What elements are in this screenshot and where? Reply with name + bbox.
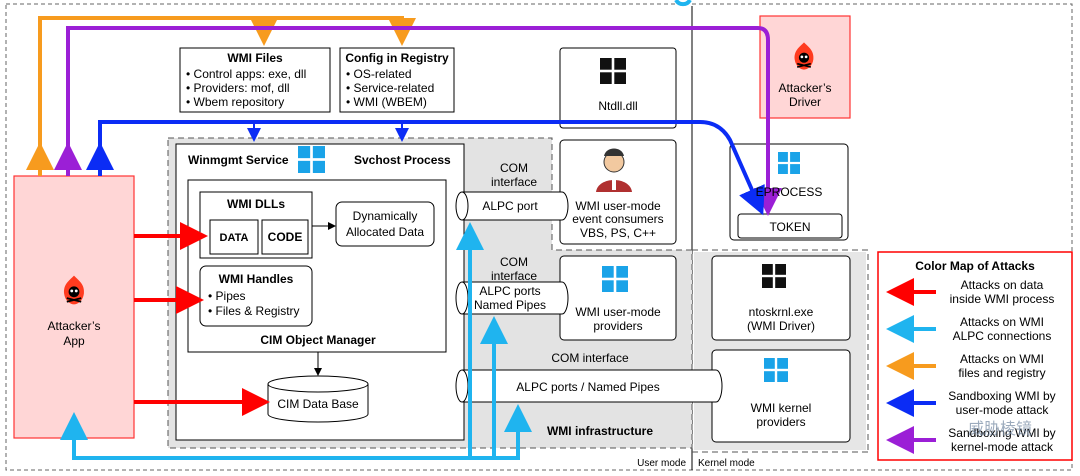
alpc-named-pipes-pipe — [455, 281, 569, 315]
com2-label: interface — [491, 269, 537, 283]
attacker-app-box — [13, 175, 135, 439]
attacker-app-label: App — [63, 334, 85, 348]
outer-frame — [5, 3, 1073, 471]
cyan-arrow-pipes3 — [72, 404, 532, 460]
kernel-providers-label: WMI kernel — [751, 401, 812, 415]
svchost-process-label: Svchost Process — [354, 153, 451, 167]
config-registry-item: • WMI (WBEM) — [346, 95, 427, 109]
legend-entry-text: ALPC connections — [953, 329, 1052, 343]
wmi-handles-item: • Pipes — [208, 289, 246, 303]
legend-entry-text: Attacks on WMI — [960, 315, 1044, 329]
com1-label: COM — [500, 161, 528, 175]
attacker-driver-label: Attacker’s — [779, 81, 832, 95]
dynamic-data-label: Allocated Data — [346, 225, 424, 239]
alpc-ports-label: ALPC ports — [479, 284, 540, 298]
alpc-named-pipes-label: ALPC ports / Named Pipes — [516, 380, 659, 394]
config-registry-box — [339, 47, 455, 113]
consumers-label: event consumers — [572, 212, 663, 226]
user-mode-label: User mode — [637, 458, 686, 469]
wmi-files-item: • Control apps: exe, dll — [186, 67, 306, 81]
alpc-port-pipe — [455, 191, 569, 221]
dynamic-data-box — [335, 201, 435, 247]
attacker-driver-label: Driver — [789, 95, 821, 109]
dynamic-data-label: Dynamically — [353, 209, 418, 223]
cim-manager-label: CIM Object Manager — [260, 333, 376, 347]
named-pipes-label: Named Pipes — [474, 298, 546, 312]
legend-entry-text: kernel-mode attack — [951, 440, 1054, 454]
wmi-infrastructure-label: WMI infrastructure — [547, 424, 653, 438]
config-registry-title: Config in Registry — [345, 51, 449, 65]
wmi-handles-item: • Files & Registry — [208, 304, 300, 318]
consumers-label: WMI user-mode — [575, 199, 661, 213]
consumers-label: VBS, PS, C++ — [580, 226, 656, 240]
wmi-files-box — [179, 47, 331, 113]
um-providers-label: WMI user-mode — [575, 305, 661, 319]
code-label: CODE — [268, 230, 303, 244]
legend-entry-text: inside WMI process — [950, 292, 1055, 306]
legend-title: Color Map of Attacks — [915, 259, 1035, 273]
top-edge-fragment — [674, 0, 692, 7]
code-box — [261, 219, 309, 255]
ntoskrnl-label: ntoskrnl.exe — [749, 305, 814, 319]
alpc-ports-named-pipes-pipe — [455, 369, 723, 403]
kernel-mode-label: Kernel mode — [698, 458, 755, 469]
wmi-files-item: • Wbem repository — [186, 95, 284, 109]
data-box — [209, 219, 259, 255]
kernel-providers-label: providers — [756, 415, 805, 429]
config-registry-item: • Service-related — [346, 81, 434, 95]
wmi-files-item: • Providers: mof, dll — [186, 81, 290, 95]
ntdll-box — [559, 47, 677, 129]
com1-label: interface — [491, 175, 537, 189]
watermark: 威胁棱镜 — [968, 419, 1032, 438]
com3-label: COM interface — [551, 351, 629, 365]
com2-label: COM — [500, 255, 528, 269]
ntoskrnl-box — [711, 255, 851, 341]
legend-entry-text: Sandboxing WMI by — [948, 426, 1055, 440]
config-registry-item: • OS-related — [346, 67, 412, 81]
legend-entry-text: user-mode attack — [956, 403, 1050, 417]
wmi-handles-title: WMI Handles — [219, 272, 294, 286]
person-icon — [596, 148, 632, 192]
alpc-port-label: ALPC port — [482, 199, 538, 213]
blue-arrow-token — [98, 120, 765, 216]
legend-arrows — [886, 278, 936, 454]
wmi-files-title: WMI Files — [227, 51, 283, 65]
cim-db-top — [267, 375, 369, 393]
data-label: DATA — [220, 232, 249, 244]
winmgmt-service-label: Winmgmt Service — [188, 153, 289, 167]
attacker-app-label: Attacker’s — [48, 319, 101, 333]
wmi-dlls-title: WMI DLLs — [227, 197, 285, 211]
purple-arrow-token — [66, 26, 782, 216]
legend-entry-text: Attacks on data — [961, 278, 1044, 292]
um-providers-label: providers — [593, 319, 642, 333]
ntoskrnl-label: (WMI Driver) — [747, 319, 815, 333]
eprocess-label: EPROCESS — [756, 185, 823, 199]
cim-db-cylinder — [267, 384, 369, 423]
token-label: TOKEN — [769, 220, 810, 234]
legend-entry-text: Sandboxing WMI by — [948, 389, 1055, 403]
ntdll-label: Ntdll.dll — [598, 99, 637, 113]
token-box — [737, 213, 843, 239]
legend-entry-text: files and registry — [958, 366, 1045, 380]
legend-entry-text: Attacks on WMI — [960, 352, 1044, 366]
cim-db-label: CIM Data Base — [277, 397, 359, 411]
kernel-region-border — [692, 249, 869, 453]
